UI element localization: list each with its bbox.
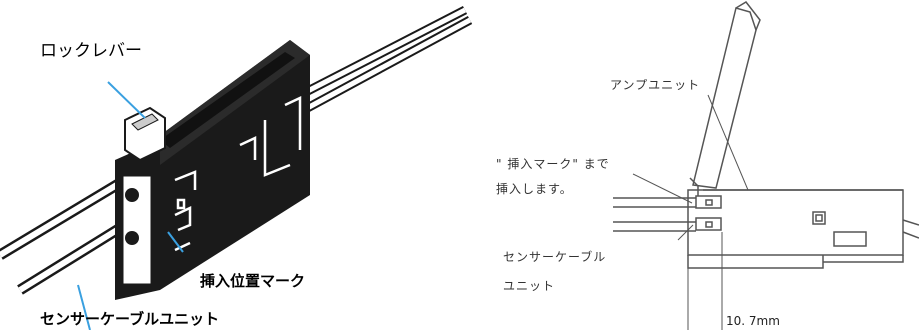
dimension-label: 10. 7mm xyxy=(726,314,780,328)
insert-instruction-line2: 挿入します。 xyxy=(496,182,573,196)
technical-drawing: アンプユニット " 挿入マーク" まで 挿入します。 センサーケーブル ユニット… xyxy=(478,0,919,330)
sensor-cables xyxy=(0,175,128,295)
insert-instruction-line1: " 挿入マーク" まで xyxy=(496,157,610,171)
device-illustration-svg xyxy=(0,5,473,330)
leader-lines xyxy=(77,81,184,330)
technical-drawing-svg xyxy=(613,1,919,330)
lock-lever-label: ロックレバー xyxy=(40,41,142,61)
sensor-cable-label-line2: ユニット xyxy=(503,279,556,293)
amp-body xyxy=(115,40,310,300)
rear-cables xyxy=(297,5,473,116)
sensor-cable-label-line1: センサーケーブル xyxy=(503,250,607,264)
sensor-cable-unit-label: センサーケーブルユニット xyxy=(40,310,220,328)
insert-position-mark-label: 挿入位置マーク xyxy=(200,272,306,290)
dimension-lines xyxy=(687,232,723,330)
amp-unit-outline xyxy=(687,1,919,269)
leader-lines-right xyxy=(632,94,749,241)
device-illustration: ロックレバー 挿入位置マーク センサーケーブルユニット xyxy=(0,5,473,330)
amp-unit-label: アンプユニット xyxy=(610,78,701,92)
sensor-cable-outline xyxy=(613,197,696,232)
